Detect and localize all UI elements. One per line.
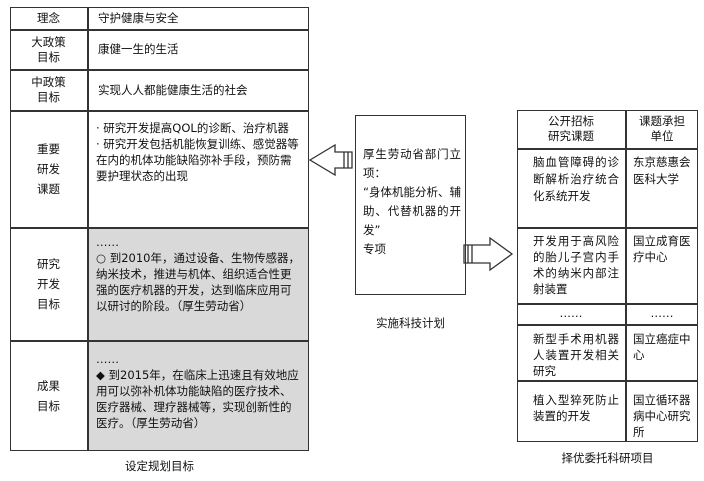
- row-content-major-policy: 康健一生的生活: [98, 42, 179, 56]
- left-caption: 设定规划目标: [125, 459, 194, 473]
- row-label-mid-policy: 中政策 目标: [31, 75, 66, 104]
- row-content-outcome-goal: …… ◆ 到2015年，在临床上迅速且有效地应用可以弥补机体功能缺陷的医疗技术、…: [96, 352, 299, 430]
- row-label-outcome-goal: 成果 目标: [37, 379, 60, 413]
- row-content-key-topics: · 研究开发提高QOL的诊断、治疗机器 · 研究开发包括机能恢复训练、感觉器等在…: [96, 121, 299, 183]
- project-topic-ellipsis: ……: [559, 306, 583, 320]
- project-unit: 国立循环器病中心研究所: [633, 393, 691, 439]
- policy-goals-table: 理念 守护健康与安全 大政策 目标 康健一生的生活 中政策 目标 实现人人都能健…: [10, 7, 309, 451]
- row-line: [517, 227, 698, 229]
- left-table-divider: [87, 7, 89, 451]
- project-topic: 开发用于高风险的胎儿子宫内手术的纳米内部注射装置: [533, 234, 619, 296]
- row-line: [517, 303, 698, 305]
- project-unit: 国立成育医疗中心: [633, 234, 691, 264]
- middle-caption: 实施科技计划: [376, 316, 445, 330]
- right-table-border: [517, 110, 698, 442]
- row-label-major-policy: 大政策 目标: [31, 34, 66, 64]
- row-line: [10, 69, 309, 71]
- arrow-right-icon: [463, 236, 514, 272]
- row-line: [517, 324, 698, 326]
- outcome-goal-shade: [88, 341, 308, 450]
- row-line: [10, 29, 309, 31]
- project-unit-ellipsis: ……: [650, 306, 674, 320]
- row-line: [517, 148, 698, 150]
- header-undertaking-unit: 课题承担 单位: [639, 114, 685, 143]
- project-topic: 植入型猝死防止装置的开发: [533, 393, 619, 423]
- arrow-left-icon: [308, 143, 353, 177]
- right-table-divider: [625, 110, 627, 442]
- header-research-topic: 公开招标 研究课题: [548, 114, 594, 143]
- row-label-philosophy: 理念: [37, 10, 60, 25]
- row-label-research-goal: 研究 开发 目标: [37, 257, 60, 311]
- contracted-projects-table: 公开招标 研究课题 课题承担 单位 脑血管障碍的诊断解析治疗统合化系统开发 东京…: [517, 110, 698, 442]
- program-box-text: 厚生劳动省部门立项： “身体机能分析、辅助、代替机器的开发” 专项: [363, 147, 461, 256]
- project-topic: 脑血管障碍的诊断解析治疗统合化系统开发: [533, 155, 619, 203]
- project-unit: 国立癌症中心: [633, 332, 691, 362]
- row-line: [10, 340, 309, 342]
- project-unit: 东京慈惠会医科大学: [633, 155, 691, 186]
- row-line: [10, 227, 309, 229]
- project-topic: 新型手术用机器人装置开发相关研究: [533, 332, 619, 378]
- row-line: [10, 110, 309, 112]
- row-content-philosophy: 守护健康与安全: [98, 11, 179, 25]
- research-goal-shade: [88, 228, 308, 341]
- row-label-key-topics: 重要 研发 课题: [37, 142, 60, 196]
- row-content-mid-policy: 实现人人都能健康生活的社会: [98, 83, 248, 97]
- program-box: [355, 115, 466, 295]
- policy-goals-table-border: [10, 7, 309, 451]
- right-caption: 择优委托科研项目: [561, 451, 654, 465]
- row-content-research-goal: …… ○ 到2010年，通过设备、生物传感器，纳米技术，推进与机体、组织适合性更…: [96, 235, 300, 313]
- row-line: [517, 380, 698, 382]
